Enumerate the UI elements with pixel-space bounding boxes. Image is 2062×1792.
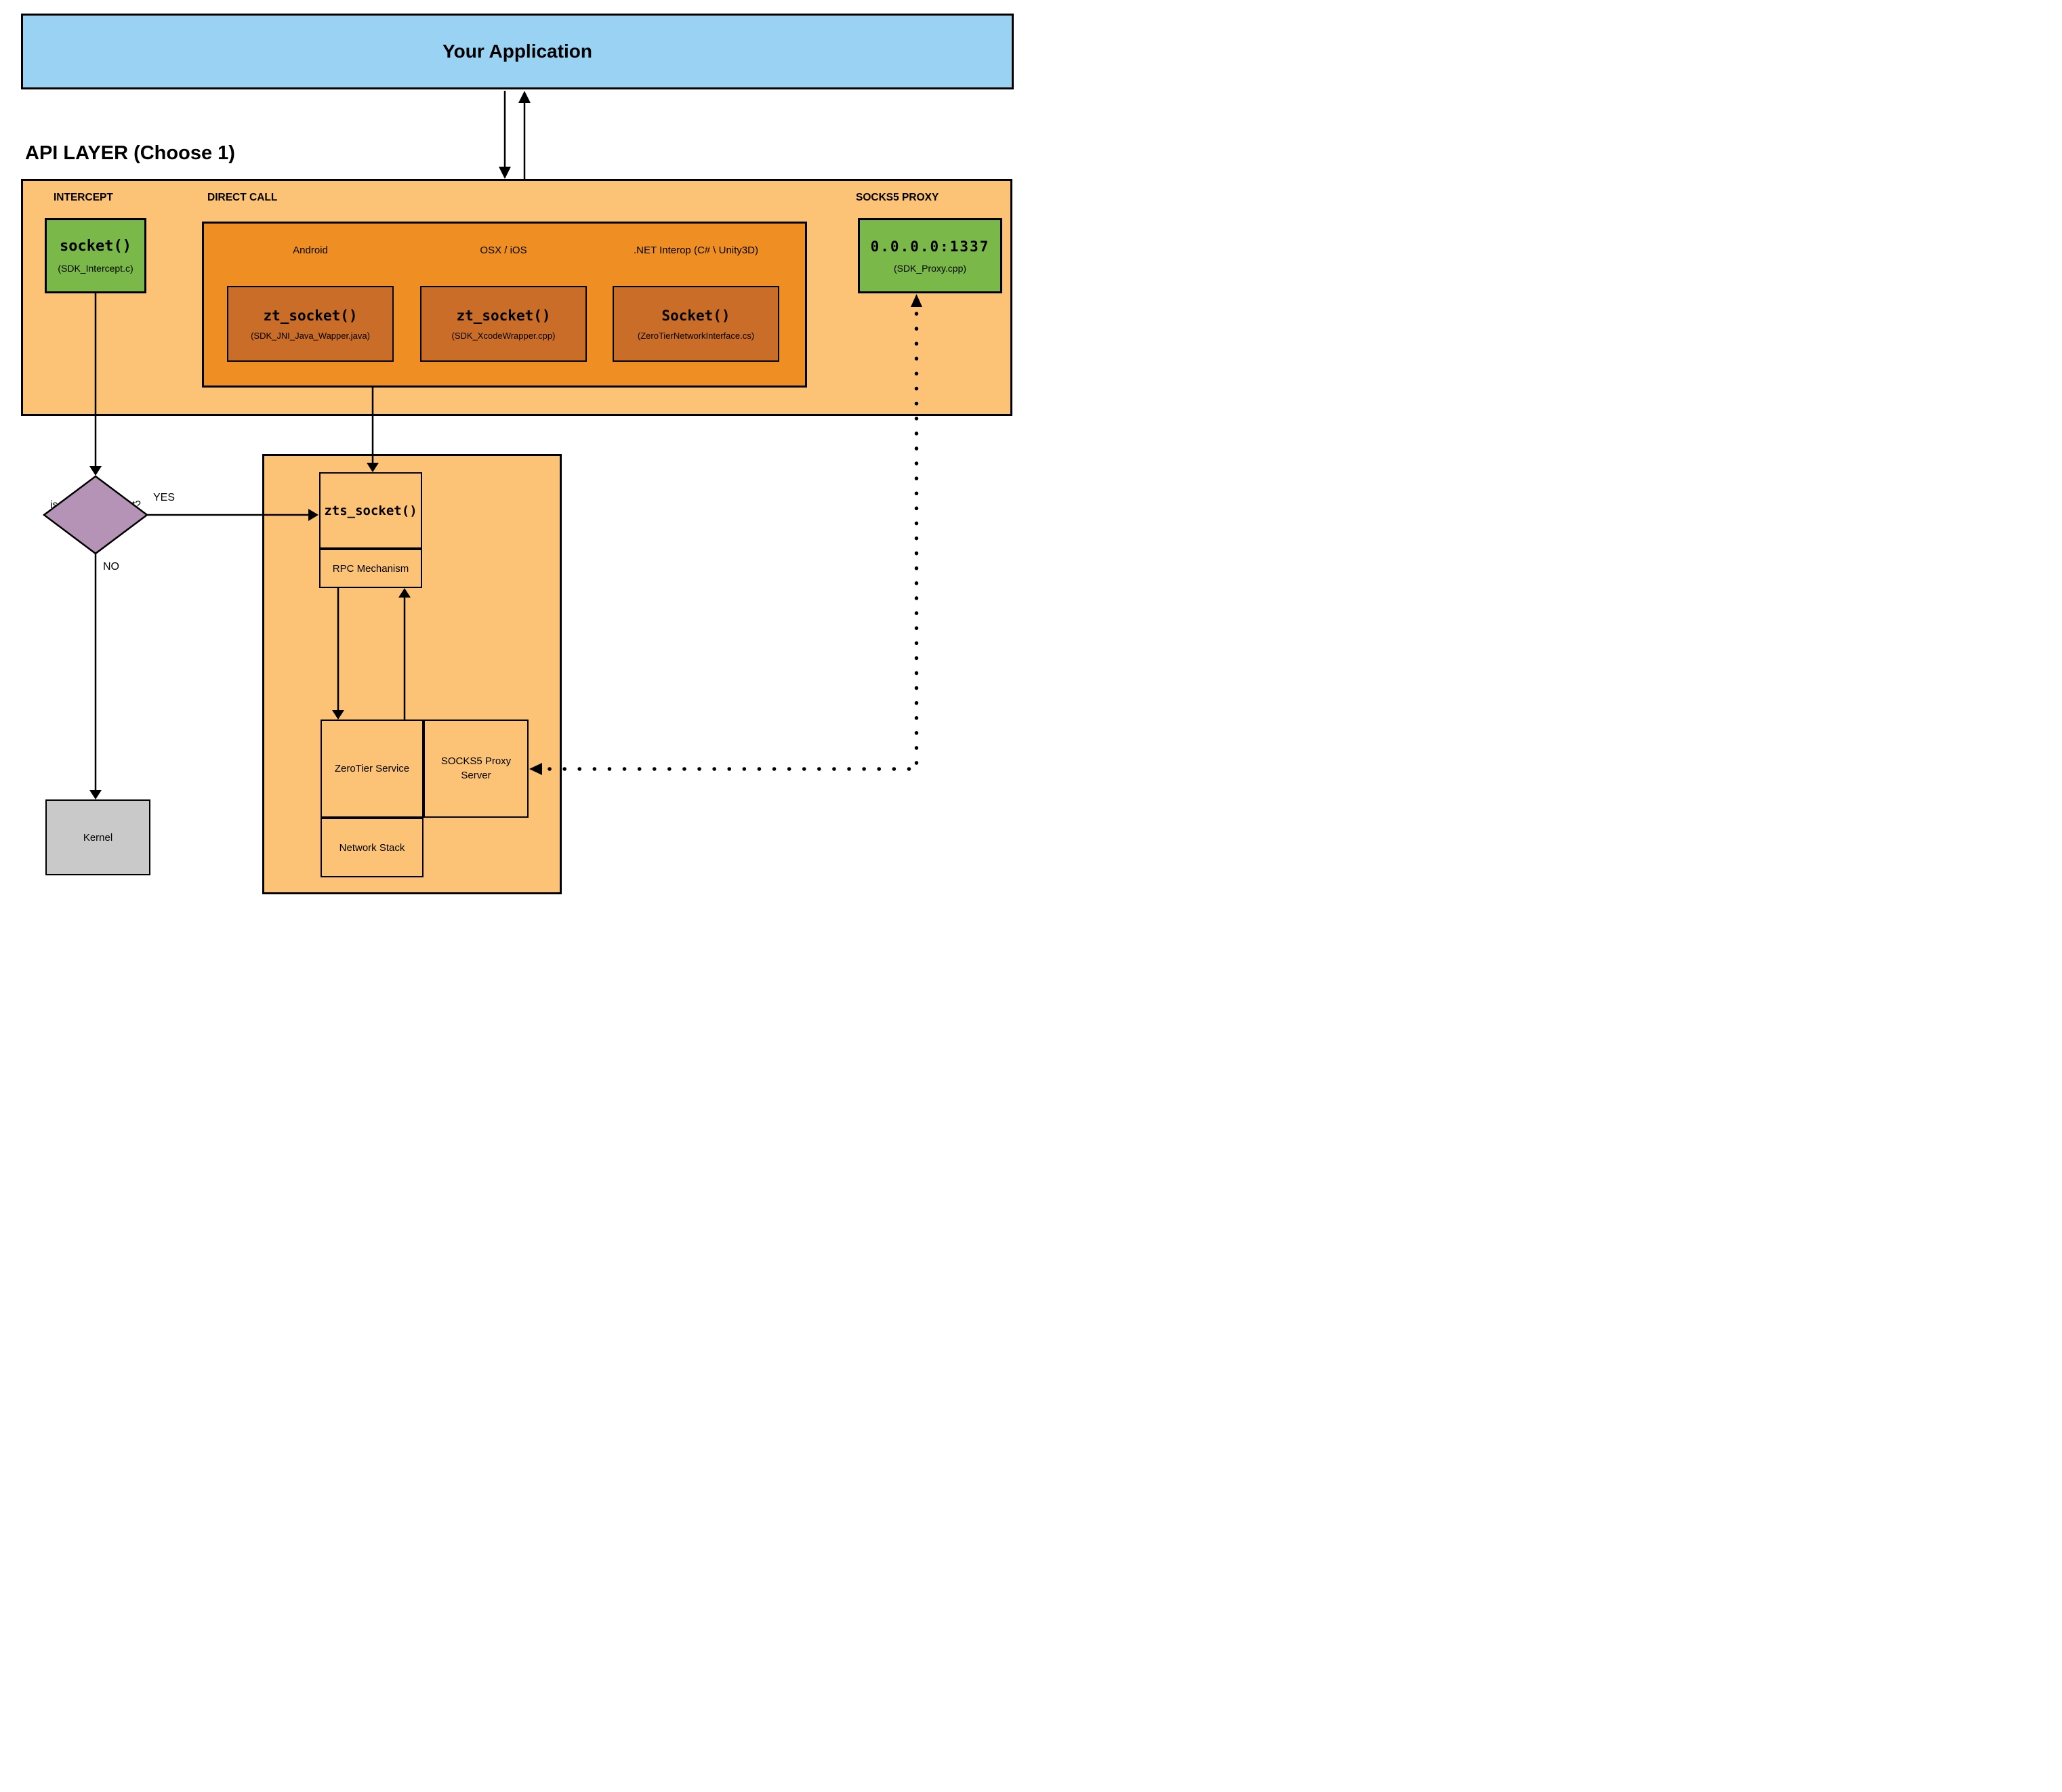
platform-label-dotnet: .NET Interop (C# \ Unity3D)	[634, 245, 758, 256]
socks5-proxy-subtitle: (SDK_Proxy.cpp)	[893, 262, 967, 274]
intercept-section-label: INTERCEPT	[54, 192, 113, 203]
arrow-no-to-kernel	[89, 554, 102, 799]
socket-dotnet-title: Socket()	[661, 307, 730, 324]
zt-socket-osx-title: zt_socket()	[456, 307, 551, 324]
rpc-mechanism-label: RPC Mechanism	[332, 562, 409, 575]
arrow-api-to-app	[518, 91, 531, 179]
intercept-socket-subtitle: (SDK_Intercept.c)	[58, 263, 133, 274]
decision-no-label: NO	[103, 561, 119, 572]
kernel-box: Kernel	[45, 799, 150, 875]
arrow-app-to-api	[499, 91, 511, 179]
decision-diamond	[42, 475, 149, 555]
zts-socket-title: zts_socket()	[324, 503, 417, 518]
socks5-proxy-address: 0.0.0.0:1337	[870, 238, 990, 255]
zt-socket-box-osx: zt_socket() (SDK_XcodeWrapper.cpp)	[420, 286, 587, 362]
platform-label-osx-ios: OSX / iOS	[480, 245, 527, 256]
api-layer-heading: API LAYER (Choose 1)	[25, 142, 235, 164]
network-stack-label: Network Stack	[339, 841, 405, 854]
intercept-socket-title: socket()	[60, 238, 131, 255]
zt-socket-osx-subtitle: (SDK_XcodeWrapper.cpp)	[451, 330, 556, 341]
zerotier-service-label: ZeroTier Service	[334, 763, 410, 774]
socket-box-dotnet: Socket() (ZeroTierNetworkInterface.cs)	[613, 286, 779, 362]
application-banner-title: Your Application	[442, 41, 592, 62]
intercept-socket-box: socket() (SDK_Intercept.c)	[45, 218, 146, 293]
application-banner: Your Application	[21, 14, 1014, 89]
zerotier-service-box: ZeroTier Service	[321, 720, 424, 818]
zt-socket-android-title: zt_socket()	[263, 307, 358, 324]
decision-yes-label: YES	[153, 492, 176, 503]
decision-question: is ZeroTier Socket?	[50, 499, 141, 511]
platform-label-android: Android	[293, 245, 328, 256]
zt-socket-box-android: zt_socket() (SDK_JNI_Java_Wapper.java)	[227, 286, 394, 362]
socks5-proxy-section-label: SOCKS5 PROXY	[856, 192, 939, 203]
zts-socket-box: zts_socket()	[319, 472, 422, 549]
direct-call-section-label: DIRECT CALL	[207, 192, 278, 203]
service-container-box	[262, 454, 562, 894]
socket-dotnet-subtitle: (ZeroTierNetworkInterface.cs)	[637, 330, 755, 341]
diagram-stage: Your Application API LAYER (Choose 1) IN…	[0, 0, 1031, 896]
rpc-mechanism-box: RPC Mechanism	[319, 549, 422, 588]
socks5-proxy-box: 0.0.0.0:1337 (SDK_Proxy.cpp)	[858, 218, 1002, 293]
network-stack-box: Network Stack	[321, 818, 424, 877]
kernel-label: Kernel	[83, 831, 113, 843]
socks5-proxy-server-label: SOCKS5 Proxy Server	[440, 755, 512, 781]
socks5-proxy-server-box: SOCKS5 Proxy Server	[424, 720, 529, 818]
zt-socket-android-subtitle: (SDK_JNI_Java_Wapper.java)	[251, 330, 370, 341]
